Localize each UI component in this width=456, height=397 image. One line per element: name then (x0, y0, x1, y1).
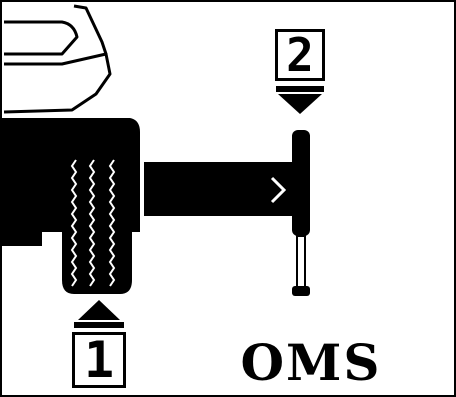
callout-2: 2 (275, 29, 325, 81)
target-bar-icon (292, 130, 310, 296)
shaft-icon (144, 162, 292, 216)
pointer-down-base (276, 86, 324, 92)
marker-arrow-icon (270, 176, 287, 204)
pointer-up-base (74, 322, 124, 328)
system-label: OMS (240, 332, 382, 392)
tire-icon (62, 152, 132, 294)
operator-hand-icon (3, 4, 112, 114)
pointer-down-icon (278, 94, 322, 114)
callout-1-label: 1 (83, 331, 115, 389)
callout-2-label: 2 (286, 28, 314, 82)
callout-1: 1 (72, 332, 126, 388)
pointer-up-icon (78, 300, 120, 320)
